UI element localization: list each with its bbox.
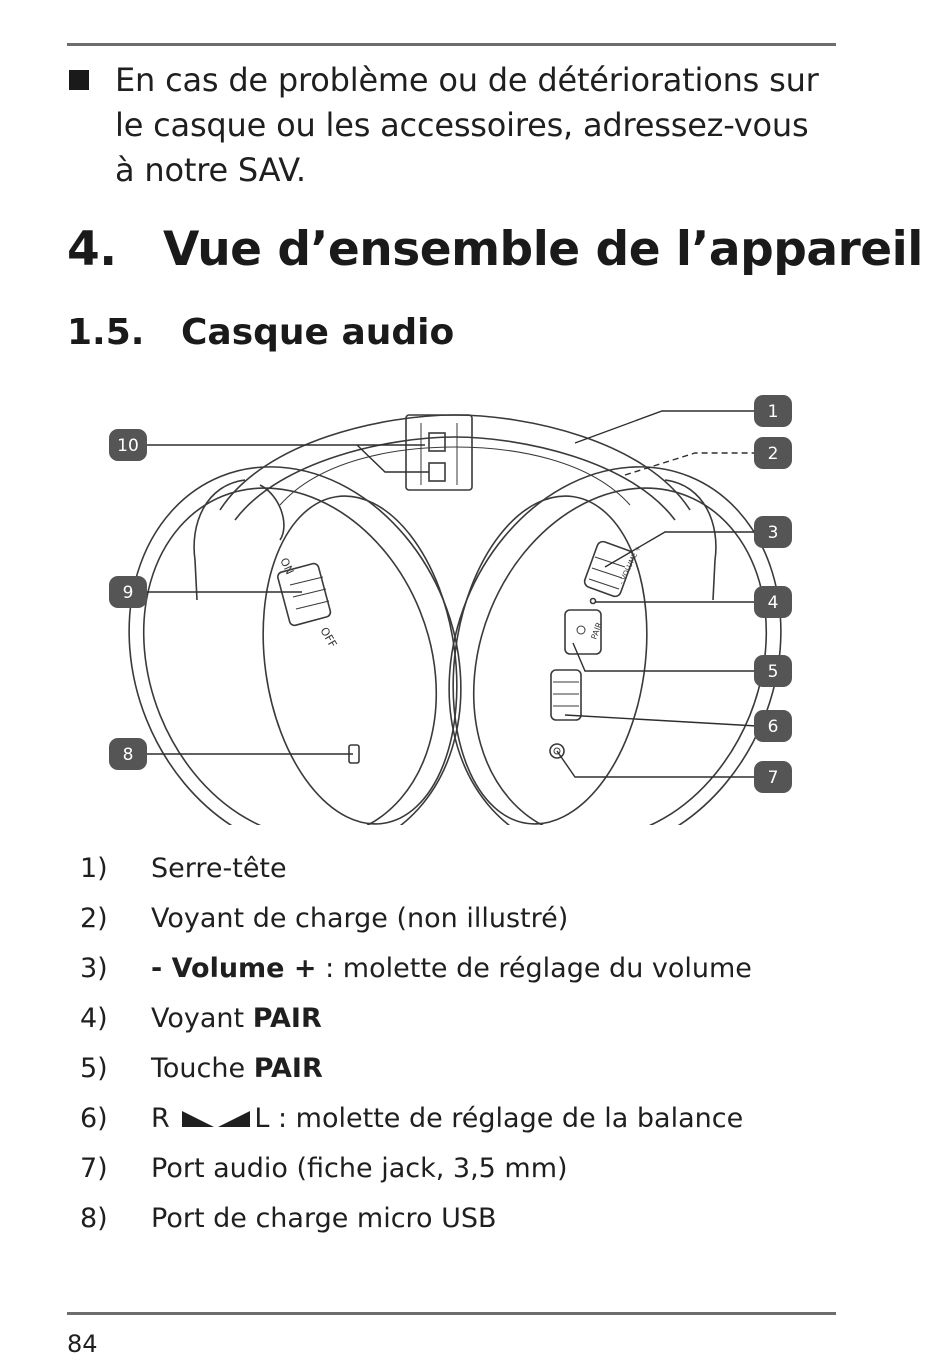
list-item: 8) Port de charge micro USB: [80, 1203, 840, 1253]
right-cup-outer: [448, 466, 782, 825]
item-text: Voyant PAIR: [151, 1003, 322, 1034]
item-text: Voyant de charge (non illustré): [151, 903, 569, 934]
item-text: Touche PAIR: [151, 1053, 323, 1084]
headband-hinge: [405, 414, 473, 491]
item-number: 8): [80, 1203, 108, 1234]
svg-text:9: 9: [123, 583, 134, 603]
subsection-title: Casque audio: [181, 312, 455, 353]
list-item: 4) Voyant PAIR: [80, 1003, 840, 1053]
intro-text: En cas de problème ou de détériorations …: [115, 61, 819, 189]
left-yoke: [193, 479, 246, 601]
left-cup-inner: [142, 487, 438, 825]
callout-8: 8: [109, 738, 147, 770]
right-cup-inner: [472, 487, 768, 825]
top-rule: [67, 43, 836, 46]
on-label: ON: [277, 556, 296, 577]
callout-7: 7: [754, 761, 792, 793]
item-number: 7): [80, 1153, 108, 1184]
section-title: Vue d’ensemble de l’appareil: [163, 222, 923, 277]
item-number: 6): [80, 1103, 108, 1134]
item-number: 2): [80, 903, 108, 934]
item-text: R L : molette de réglage de la balance: [151, 1103, 744, 1134]
right-cushion: [452, 495, 648, 825]
list-item: 3) - Volume + : molette de réglage du vo…: [80, 953, 840, 1003]
balance-wedge-icon: [182, 1111, 251, 1127]
pair-button: [564, 609, 602, 655]
volume-wheel: [583, 540, 635, 598]
callout-1: 1: [754, 395, 792, 427]
callout-4: 4: [754, 586, 792, 618]
leader-line-5: [572, 642, 757, 672]
svg-text:1: 1: [768, 402, 779, 422]
subsection-number: 1.5.: [67, 312, 145, 353]
list-item: 7) Port audio (fiche jack, 3,5 mm): [80, 1153, 840, 1203]
svg-text:4: 4: [768, 593, 779, 613]
page-number: 84: [67, 1330, 98, 1358]
callout-badges: 1 2 3 4 5 6 7 8 9 10: [109, 395, 792, 793]
callout-10: 10: [109, 429, 147, 461]
leader-line-10b: [356, 444, 429, 473]
item-text: - Volume + : molette de réglage du volum…: [151, 953, 752, 984]
leader-line-6: [564, 714, 758, 727]
item-text: Serre-tête: [151, 853, 287, 884]
callout-5: 5: [754, 655, 792, 687]
leader-line-3: [604, 531, 757, 568]
headband-pad: [279, 446, 631, 506]
callout-3: 3: [754, 516, 792, 548]
parts-list: 1) Serre-tête 2) Voyant de charge (non i…: [80, 853, 840, 1253]
svg-text:2: 2: [768, 444, 779, 464]
leader-line-7: [556, 750, 757, 778]
svg-text:8: 8: [123, 745, 134, 765]
headphones-illustration: [128, 414, 782, 825]
list-item: 5) Touche PAIR: [80, 1053, 840, 1103]
item-text: Port de charge micro USB: [151, 1203, 497, 1234]
leader-line-2: [624, 452, 757, 476]
balance-wheel: [550, 669, 582, 721]
callout-2: 2: [754, 437, 792, 469]
section-number: 4.: [67, 222, 117, 277]
svg-text:6: 6: [768, 717, 779, 737]
item-number: 1): [80, 853, 108, 884]
pair-label: PAIR: [589, 621, 604, 641]
svg-text:10: 10: [117, 436, 139, 456]
callout-6: 6: [754, 710, 792, 742]
headband-outer: [219, 414, 691, 511]
hinge-slot-bottom: [428, 462, 446, 482]
item-number: 3): [80, 953, 108, 984]
svg-text:7: 7: [768, 768, 779, 788]
pair-led-icon: [589, 597, 597, 605]
left-cup-outer: [128, 466, 462, 825]
headband-inner: [234, 436, 676, 521]
off-label: OFF: [317, 625, 339, 650]
left-cushion: [262, 495, 458, 825]
leader-line-1: [574, 410, 757, 444]
svg-text:5: 5: [768, 662, 779, 682]
bottom-rule: [67, 1312, 836, 1315]
headphones-diagram: ON OFF PAIR - VOLUME + 1 2 3 4 5 6 7 8 9…: [109, 395, 792, 825]
list-item: 1) Serre-tête: [80, 853, 840, 903]
audio-jack-icon: [549, 743, 565, 759]
callout-9: 9: [109, 576, 147, 608]
list-item: 2) Voyant de charge (non illustré): [80, 903, 840, 953]
item-text: Port audio (fiche jack, 3,5 mm): [151, 1153, 568, 1184]
list-item: 6) R L : molette de réglage de la balanc…: [80, 1103, 840, 1153]
item-number: 5): [80, 1053, 108, 1084]
item-number: 4): [80, 1003, 108, 1034]
bullet-square-icon: [69, 70, 89, 90]
svg-text:3: 3: [768, 523, 779, 543]
right-yoke: [664, 479, 717, 601]
hinge-slot-top: [428, 432, 446, 452]
